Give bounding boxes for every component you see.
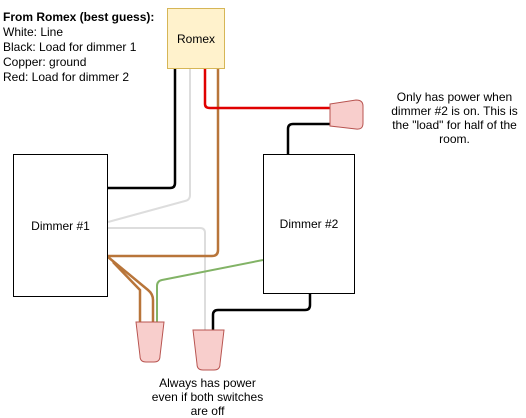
wire-nut-right <box>329 99 364 130</box>
red-wire-dimmer2 <box>203 69 330 110</box>
legend-line-copper: Copper: ground <box>3 55 87 69</box>
legend-line-black: Black: Load for dimmer 1 <box>3 40 137 54</box>
copper-wire-branch <box>112 261 142 323</box>
dimmer2-box: Dimmer #2 <box>263 154 355 294</box>
dimmer1-label: Dimmer #1 <box>31 218 90 233</box>
romex-box: Romex <box>167 8 225 69</box>
white-wire-dimmer1 <box>107 69 191 223</box>
copper-wire-ground <box>108 69 220 258</box>
legend-line-white: White: Line <box>3 25 64 39</box>
copper-wire-to-nut <box>107 256 155 323</box>
wire-nut-bottom <box>192 329 225 371</box>
romex-label: Romex <box>176 31 215 46</box>
note-dimmer2-load: Only has power when dimmer #2 is on. Thi… <box>391 90 518 146</box>
wire-legend: From Romex (best guess): White: Line Bla… <box>3 10 154 85</box>
legend-title: From Romex (best guess): <box>3 10 155 24</box>
dimmer2-label: Dimmer #2 <box>279 217 339 231</box>
note-always-power: Always has power even if both switches a… <box>151 376 264 418</box>
green-wire-ground <box>156 259 264 323</box>
black-wire-dimmer2-load <box>286 122 330 154</box>
white-wire-to-nut <box>108 227 206 330</box>
black-wire-dimmer2-line <box>211 294 312 330</box>
black-wire-dimmer1 <box>108 69 177 190</box>
legend-line-red: Red: Load for dimmer 2 <box>3 70 130 84</box>
dimmer1-box: Dimmer #1 <box>13 154 108 297</box>
wire-nut-left <box>135 321 165 363</box>
